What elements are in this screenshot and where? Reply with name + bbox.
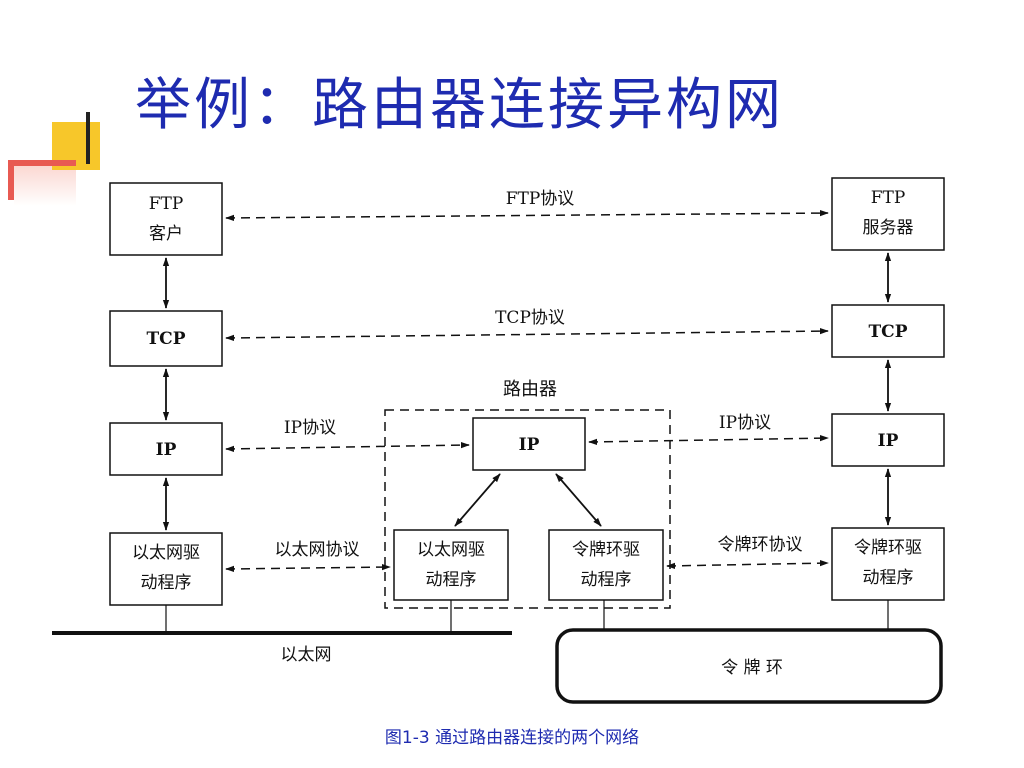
ftp-protocol-label: FTP协议 — [506, 189, 575, 209]
router-label: 路由器 — [503, 379, 557, 400]
right-token-ring-driver-box — [831, 527, 945, 601]
decor-pink-gradient — [14, 166, 76, 206]
right-tcp-label: TCP — [869, 322, 908, 342]
router-tr-driver-label-2: 动程序 — [581, 570, 632, 590]
router-ip-box — [472, 417, 586, 471]
left-ftp-client-label-1: FTP — [149, 194, 184, 214]
left-ip-label: IP — [156, 440, 177, 460]
ip-protocol-left-arrow — [225, 441, 470, 453]
slide-title: 举例：路由器连接异构网 — [135, 73, 784, 138]
router-ip-label: IP — [519, 435, 540, 455]
router-token-ring-driver-box — [548, 529, 664, 601]
ftp-protocol-arrow — [225, 209, 829, 222]
right-ftp-server-box — [831, 177, 945, 251]
right-driver-label-1: 令牌环驱 — [854, 538, 922, 558]
left-driver-label-2: 动程序 — [141, 573, 192, 593]
token-ring-label: 令 牌 环 — [721, 658, 783, 678]
ip-protocol-left-label: IP协议 — [284, 418, 336, 438]
decor-red-bar-horizontal — [8, 160, 76, 166]
ip-protocol-right-label: IP协议 — [719, 413, 771, 433]
router-ethernet-driver-box — [393, 529, 509, 601]
right-ip-box — [831, 413, 945, 467]
decor-red-bar-vertical — [8, 160, 14, 200]
right-ftp-server-label-1: FTP — [871, 188, 906, 208]
left-ethernet-driver-box — [109, 532, 223, 606]
router-eth-driver-label-2: 动程序 — [426, 570, 477, 590]
router-ip-eth-arrow — [454, 473, 501, 527]
router-boundary — [384, 409, 671, 609]
left-tcp-box — [109, 310, 223, 367]
ethernet-protocol-arrow — [225, 563, 391, 573]
left-ftp-client-box — [109, 182, 223, 256]
token-ring-protocol-arrow — [666, 560, 829, 569]
right-ftp-server-label-2: 服务器 — [863, 218, 914, 238]
left-ip-box — [109, 422, 223, 476]
right-driver-label-2: 动程序 — [863, 568, 914, 588]
tcp-protocol-label: TCP协议 — [495, 308, 565, 328]
token-ring-protocol-label: 令牌环协议 — [718, 535, 803, 555]
router-ip-tr-arrow — [555, 473, 602, 527]
router-tr-driver-label-1: 令牌环驱 — [572, 540, 640, 560]
right-ip-label: IP — [878, 431, 899, 451]
left-driver-label-1: 以太网驱 — [132, 543, 200, 563]
left-ftp-client-label-2: 客户 — [149, 224, 183, 244]
tcp-protocol-arrow — [225, 327, 829, 342]
ethernet-label: 以太网 — [281, 645, 332, 665]
ethernet-protocol-label: 以太网协议 — [275, 540, 360, 560]
decor-black-bar — [86, 112, 90, 164]
figure-caption: 图1-3 通过路由器连接的两个网络 — [384, 728, 640, 748]
left-tcp-label: TCP — [147, 329, 186, 349]
router-eth-driver-label-1: 以太网驱 — [417, 540, 485, 560]
token-ring-shape — [555, 628, 943, 704]
right-tcp-box — [831, 304, 945, 358]
ip-protocol-right-arrow — [588, 434, 829, 446]
